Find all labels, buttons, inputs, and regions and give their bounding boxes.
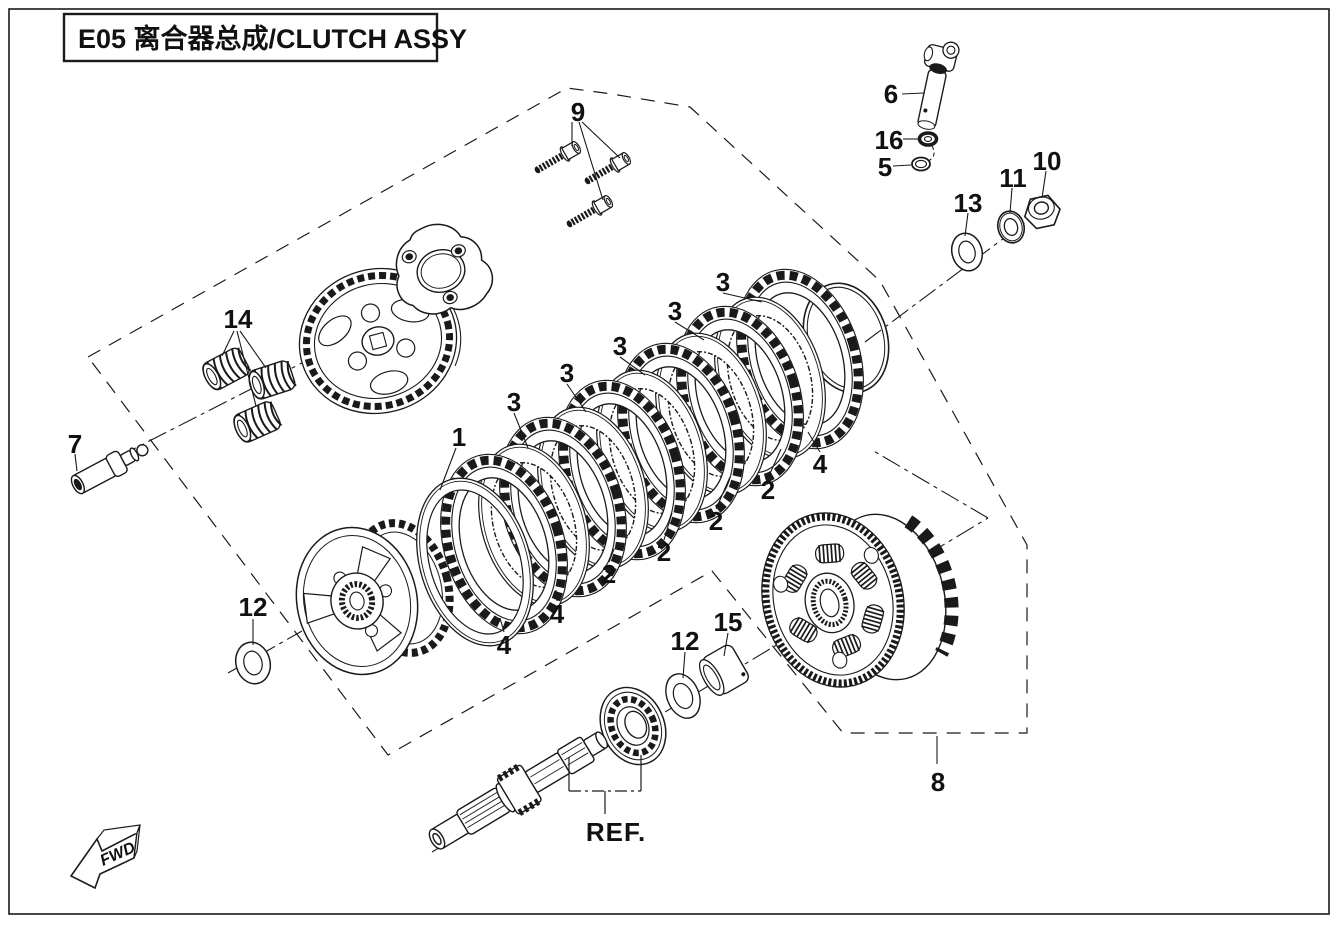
- callout-12a: 12: [239, 592, 268, 622]
- callout-11: 11: [999, 163, 1027, 193]
- assembly-boundary-outline: [87, 87, 1028, 756]
- callout-13: 13: [954, 188, 983, 218]
- ref-bracket: REF.: [568, 755, 646, 847]
- title-block: E05 离合器总成/CLUTCH ASSY: [62, 12, 467, 63]
- callout-6: 6: [884, 79, 898, 109]
- callout-9: 9: [571, 97, 585, 127]
- callout-2b: 2: [657, 537, 671, 567]
- callout-12b: 12: [671, 626, 700, 656]
- part-bearing: [599, 686, 667, 766]
- callout-16: 16: [875, 125, 904, 155]
- callout-3e: 3: [716, 267, 730, 297]
- page-title: E05 离合器总成/CLUTCH ASSY: [78, 23, 467, 54]
- part-washer-16: [917, 131, 939, 147]
- callout-10: 10: [1033, 146, 1062, 176]
- ref-label: REF.: [586, 817, 646, 847]
- leader-lines: [74, 92, 1047, 764]
- callout-4a: 4: [497, 630, 512, 660]
- callout-2a: 2: [602, 559, 616, 589]
- title-box: [62, 12, 439, 63]
- callout-14: 14: [224, 304, 253, 334]
- callout-8: 8: [931, 767, 945, 797]
- part-pushrod-7: [70, 444, 149, 495]
- callout-4b: 4: [550, 599, 565, 629]
- part-bushing-15: [698, 644, 749, 696]
- callout-3d: 3: [668, 296, 682, 326]
- part-washer-13: [950, 232, 984, 272]
- callout-2d: 2: [761, 475, 775, 505]
- part-release-rod: [917, 41, 960, 130]
- part-lockwasher-11: [996, 210, 1026, 244]
- part-gasket: [395, 223, 494, 315]
- part-washer-12-right: [665, 673, 701, 719]
- callout-3a: 3: [507, 387, 521, 417]
- callout-3b: 3: [560, 358, 574, 388]
- part-clutch-basket: [761, 512, 959, 688]
- part-oring-5: [911, 156, 931, 172]
- part-main-shaft: [428, 731, 609, 850]
- callout-3c: 3: [613, 331, 627, 361]
- callout-2c: 2: [709, 506, 723, 536]
- axis-branch: [871, 449, 989, 519]
- part-nut-10: [1023, 194, 1061, 230]
- callout-4c: 4: [813, 449, 828, 479]
- callouts: 9 6 16 5 10 11 13 14 7 1 3 3 3 3 3 2 2 2…: [68, 79, 1062, 797]
- callout-1: 1: [452, 422, 466, 452]
- callout-7: 7: [68, 429, 82, 459]
- callout-5: 5: [878, 152, 892, 182]
- part-washer-12-left: [234, 641, 272, 685]
- callout-15: 15: [714, 607, 743, 637]
